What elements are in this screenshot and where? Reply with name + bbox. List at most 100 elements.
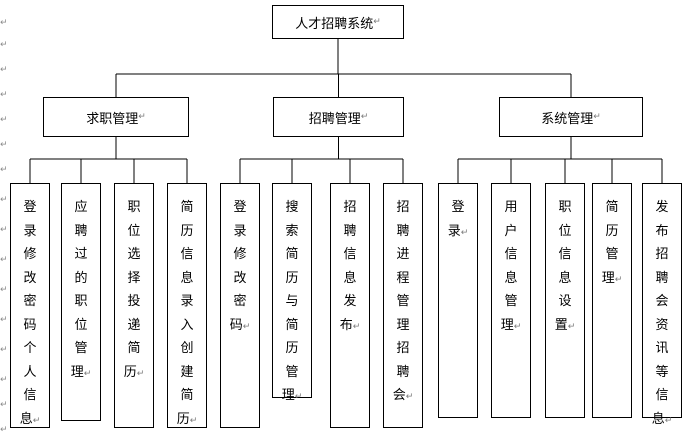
leaf-char: 简 [285,247,299,262]
leaf-char: 修 [233,247,247,262]
leaf-node: 登录↵ [438,183,478,418]
leaf-char: 人 [23,364,37,380]
leaf-char: 历 [285,341,299,356]
leaf-char: 职 [74,294,88,309]
leaf-char: 简 [180,388,194,403]
paragraph-mark: ↵ [136,368,145,379]
leaf-char: 职 [127,200,141,215]
category-node-label: 系统管理 [541,111,594,127]
paragraph-mark: ↵ [0,18,8,28]
leaf-char: 简 [127,341,141,356]
paragraph-mark: ↵ [294,392,303,402]
leaf-node: 用户信息管理↵ [491,183,531,418]
leaf-char: 户 [504,223,518,239]
leaf-node: 招聘进程管理招聘会↵ [383,183,423,428]
leaf-char: 管 [74,341,88,356]
leaf-char: 登 [23,200,37,215]
leaf-char: 码 [23,317,37,333]
leaf-char: 理↵ [70,364,92,380]
leaf-node: 简历管理↵ [592,183,632,418]
leaf-char: 信 [558,247,572,262]
leaf-char: 管 [605,247,619,262]
paragraph-mark: ↵ [0,285,8,295]
leaf-node: 登录修改密码↵ [220,183,260,428]
paragraph-mark: ↵ [0,195,8,205]
paragraph-mark: ↵ [664,415,673,426]
leaf-node: 搜索简历与简历管理↵ [272,183,312,403]
leaf-char: 过 [74,247,88,262]
leaf-char: 资 [655,317,669,333]
paragraph-mark: ↵ [0,425,8,435]
leaf-char: 信 [343,247,357,262]
leaf-char: 登 [233,200,247,215]
leaf-char: 改 [233,270,247,286]
leaf-char: 管 [504,294,518,309]
leaf-char: 递 [127,317,141,333]
leaf-char: 息 [343,270,357,286]
leaf-char: 程 [396,270,410,286]
leaf-node: 职位信息设置↵ [545,183,585,418]
leaf-char: 登 [451,200,465,215]
leaf-char: 索 [285,223,299,239]
paragraph-mark: ↵ [0,225,8,235]
leaf-char: 位 [74,317,88,333]
leaf-char: 入 [180,317,194,333]
paragraph-mark: ↵ [138,112,146,122]
leaf-char: 历 [605,223,619,239]
leaf-node: 发布招聘会资讯等信息↵ [642,183,682,427]
leaf-char: 应 [74,200,88,215]
root-node-label: 人才招聘系统 [295,16,374,32]
leaf-char: 密 [233,294,247,309]
paragraph-mark: ↵ [0,115,8,125]
leaf-char: 布 [655,223,669,239]
leaf-char: 招 [396,341,410,356]
paragraph-mark: ↵ [242,321,251,332]
leaf-char: 历 [180,223,194,239]
paragraph-mark: ↵ [0,375,8,385]
leaf-char: 会↵ [392,388,414,403]
leaf-char: 职 [558,200,572,215]
paragraph-mark: ↵ [0,140,8,150]
leaf-char: 等 [655,364,669,380]
paragraph-mark: ↵ [593,112,601,122]
leaf-char: 简 [605,200,619,215]
leaf-char: 用 [504,200,518,215]
paragraph-mark: ↵ [0,345,8,355]
leaf-char: 信 [504,247,518,262]
leaf-char: 理↵ [601,270,623,286]
leaf-char: 置↵ [554,317,576,333]
paragraph-mark: ↵ [614,274,623,285]
leaf-char: 录↵ [447,223,469,239]
paragraph-mark: ↵ [373,17,381,27]
leaf-char: 信 [655,388,669,403]
leaf-char: 招 [343,200,357,215]
leaf-char: 聘 [74,223,88,239]
paragraph-mark: ↵ [0,165,8,175]
leaf-node: 职位选择投递简历↵ [114,183,154,428]
paragraph-mark: ↵ [567,321,576,332]
paragraph-mark: ↵ [0,65,8,75]
leaf-char: 位 [558,223,572,239]
paragraph-mark: ↵ [0,90,8,100]
leaf-char: 录 [233,223,247,239]
leaf-char: 进 [396,247,410,262]
leaf-char: 搜 [285,200,299,215]
leaf-char: 会 [655,294,669,309]
leaf-char: 改 [23,270,37,286]
paragraph-mark: ↵ [0,400,8,410]
leaf-char: 聘 [655,270,669,286]
category-node: 求职管理↵ [43,97,189,137]
leaf-char: 的 [74,270,88,286]
leaf-char: 历↵ [176,411,198,427]
leaf-char: 理 [396,317,410,333]
leaf-char: 管 [285,364,299,380]
paragraph-mark: ↵ [189,415,198,426]
leaf-char: 发 [343,294,357,309]
leaf-char: 与 [285,294,299,309]
leaf-char: 历↵ [123,364,145,380]
leaf-char: 录 [23,223,37,239]
leaf-char: 设 [558,294,572,309]
leaf-char: 选 [127,247,141,262]
leaf-node: 应聘过的职位管理↵ [61,183,101,421]
leaf-node: 登录修改密码个人信息↵ [10,183,50,428]
